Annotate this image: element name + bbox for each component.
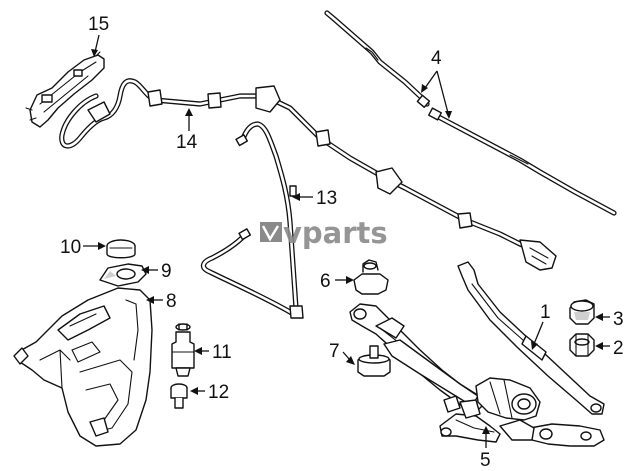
filler-seal[interactable] [99, 263, 147, 287]
pump-grommet[interactable] [170, 383, 188, 409]
callout-5-label: 5 [480, 450, 491, 471]
callout-11-label: 11 [212, 342, 232, 363]
callout-3[interactable]: 3 [595, 309, 624, 330]
callout-6[interactable]: 6 [320, 271, 354, 292]
callout-15-label: 15 [88, 14, 109, 35]
callout-13-label: 13 [316, 188, 337, 209]
reservoir-cap[interactable] [106, 239, 136, 259]
callout-15[interactable]: 15 [88, 14, 109, 57]
callout-11[interactable]: 11 [194, 342, 232, 363]
callout-8[interactable]: 8 [146, 291, 177, 312]
callout-9[interactable]: 9 [141, 261, 172, 282]
callout-7-label: 7 [329, 341, 340, 362]
wiper-blades[interactable] [324, 10, 617, 216]
callout-2-label: 2 [613, 338, 624, 359]
callout-12-label: 12 [208, 382, 229, 403]
watermark-logo: vparts [260, 216, 388, 250]
callout-10-label: 10 [60, 237, 81, 258]
callout-5[interactable]: 5 [480, 426, 491, 471]
callout-8-label: 8 [166, 291, 177, 312]
callout-10[interactable]: 10 [60, 237, 106, 258]
callout-4-label: 4 [431, 48, 442, 69]
callout-4[interactable]: 4 [421, 48, 452, 119]
callout-13[interactable]: 13 [292, 188, 337, 209]
callout-9-label: 9 [161, 261, 172, 282]
callout-12[interactable]: 12 [190, 382, 229, 403]
washer-pump[interactable] [171, 323, 195, 377]
callout-3-label: 3 [613, 309, 624, 330]
callout-7[interactable]: 7 [329, 341, 355, 365]
washer-hose-14[interactable] [59, 78, 557, 271]
washer-hose-13[interactable] [200, 121, 304, 319]
mount-grommet-7[interactable] [357, 345, 391, 377]
callout-14-label: 14 [176, 132, 198, 153]
mount-nut-6[interactable] [353, 259, 389, 295]
callout-6-label: 6 [320, 271, 331, 292]
washer-reservoir[interactable] [13, 287, 153, 447]
callout-1-label: 1 [540, 302, 551, 323]
hex-nut-2[interactable] [569, 333, 595, 357]
control-module[interactable] [25, 51, 105, 128]
watermark-text: vparts [283, 216, 388, 250]
callout-14[interactable]: 14 [176, 108, 198, 153]
wiper-linkage-motor[interactable] [349, 303, 605, 447]
callout-2[interactable]: 2 [595, 338, 624, 359]
callout-1[interactable]: 1 [531, 302, 551, 350]
cap-nut-3[interactable] [569, 299, 595, 325]
